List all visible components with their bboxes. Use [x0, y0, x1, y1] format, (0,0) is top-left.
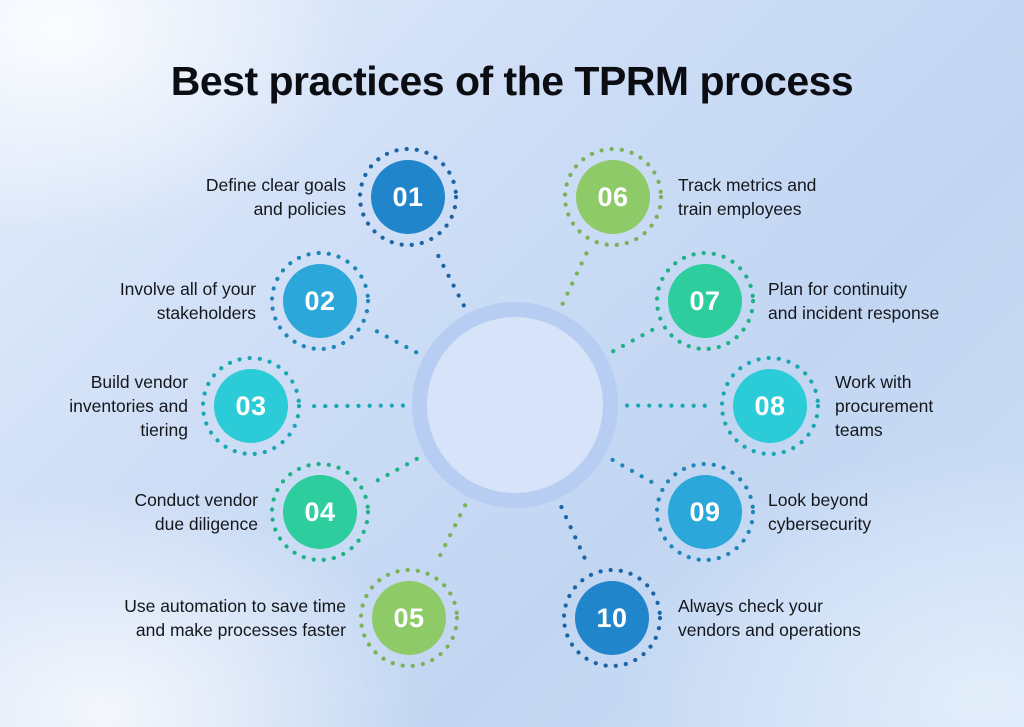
step-06-number: 06 [597, 181, 629, 212]
connector-step-09 [610, 457, 655, 485]
step-02-circle: 02 [283, 264, 357, 338]
step-09-label: Look beyond cybersecurity [768, 489, 872, 534]
step-08-circle: 08 [733, 369, 807, 443]
connector-step-03 [308, 403, 406, 409]
step-07-label: Plan for continuity and incident respons… [768, 278, 940, 323]
step-06-label: Track metrics and train employees [678, 174, 817, 219]
page-title: Best practices of the TPRM process [170, 58, 854, 104]
step-04-number: 04 [304, 496, 336, 527]
step-03-circle: 03 [214, 369, 288, 443]
step-10-circle: 10 [575, 581, 649, 655]
step-05-circle: 05 [372, 581, 446, 655]
connector-step-01 [433, 248, 466, 308]
connector-step-06 [560, 249, 590, 306]
step-05-label: Use automation to save time and make pro… [124, 595, 346, 640]
step-09-circle: 09 [668, 475, 742, 549]
connector-step-02 [370, 327, 419, 355]
step-02-number: 02 [304, 285, 336, 316]
step-01-circle: 01 [371, 160, 445, 234]
step-03-label: Build vendor inventories and tiering [69, 371, 188, 441]
step-10-number: 10 [596, 602, 628, 633]
step-09-number: 09 [689, 496, 721, 527]
step-07-number: 07 [689, 285, 721, 316]
connector-step-05 [433, 503, 468, 567]
step-10-label: Always check your vendors and operations [678, 595, 861, 640]
step-06-circle: 06 [576, 160, 650, 234]
connector-step-10 [559, 504, 590, 566]
connector-step-04 [370, 456, 419, 486]
connector-step-07 [611, 327, 655, 354]
step-07-circle: 07 [668, 264, 742, 338]
center-circle [412, 302, 618, 508]
step-08-label: Work with procurement teams [835, 371, 934, 441]
step-03-number: 03 [235, 390, 267, 421]
step-01-label: Define clear goals and policies [205, 174, 346, 219]
step-04-circle: 04 [283, 475, 357, 549]
step-02-label: Involve all of your stakeholders [119, 278, 256, 323]
step-04-label: Conduct vendor due diligence [134, 489, 258, 534]
step-08-number: 08 [754, 390, 786, 421]
step-05-number: 05 [393, 602, 425, 633]
step-01-number: 01 [392, 181, 424, 212]
